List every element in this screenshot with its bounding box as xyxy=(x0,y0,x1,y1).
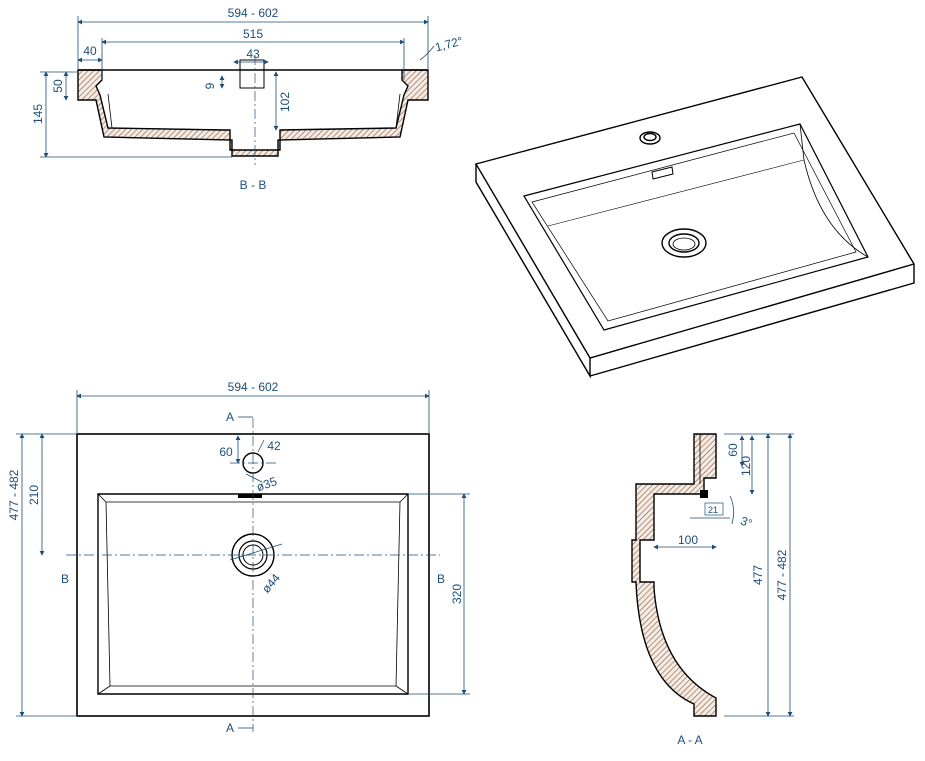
bb-rim-height: 50 xyxy=(51,79,65,93)
bb-slope-angle: 1,72° xyxy=(434,34,465,55)
section-mark-a-top: A xyxy=(226,410,234,424)
plan-overall-depth: 477 - 482 xyxy=(7,469,21,520)
isometric-view xyxy=(474,76,916,379)
aa-inner-depth: 477 xyxy=(751,565,765,585)
plan-hole-distance: 210 xyxy=(27,485,41,505)
aa-overflow-height: 120 xyxy=(739,456,753,476)
plan-tap-hole-offset: 60 xyxy=(219,445,233,459)
section-bb: 594 - 602 515 40 43 1,72° 145 50 9 102 B… xyxy=(31,6,465,192)
plan-tap-hole-diameter: ø35 xyxy=(255,474,280,494)
section-bb-profile xyxy=(77,69,429,157)
plan-bowl-depth: 320 xyxy=(450,584,464,604)
bb-slot-height: 9 xyxy=(203,82,217,89)
section-aa-profile xyxy=(631,433,717,717)
plan-view: A A B B 594 - 602 477 - 482 210 60 42 ø3… xyxy=(7,380,470,735)
bb-inner-width: 515 xyxy=(243,27,263,41)
section-mark-b-right: B xyxy=(437,572,445,586)
aa-overall-depth: 477 - 482 xyxy=(775,549,789,600)
plan-tap-hole-spacing: 42 xyxy=(267,439,281,453)
aa-depth-offset: 100 xyxy=(678,533,698,547)
aa-overflow-width: 21 xyxy=(708,505,718,515)
aa-angle: 3° xyxy=(739,514,755,531)
section-mark-b-left: B xyxy=(61,572,69,586)
bb-bowl-depth: 102 xyxy=(278,92,292,112)
bb-overall-width: 594 - 602 xyxy=(228,6,279,20)
plan-overall-width: 594 - 602 xyxy=(228,380,279,394)
section-bb-title: B - B xyxy=(240,178,267,192)
aa-rim-offset: 60 xyxy=(726,443,740,457)
bb-slot-offset: 43 xyxy=(246,47,260,61)
bb-rim: 40 xyxy=(83,44,97,58)
bb-total-height: 145 xyxy=(31,104,45,124)
section-mark-a-bottom: A xyxy=(226,721,234,735)
section-aa: 60 120 21 3° 100 477 477 - 482 A - A xyxy=(631,433,794,747)
section-aa-title: A - A xyxy=(677,733,702,747)
